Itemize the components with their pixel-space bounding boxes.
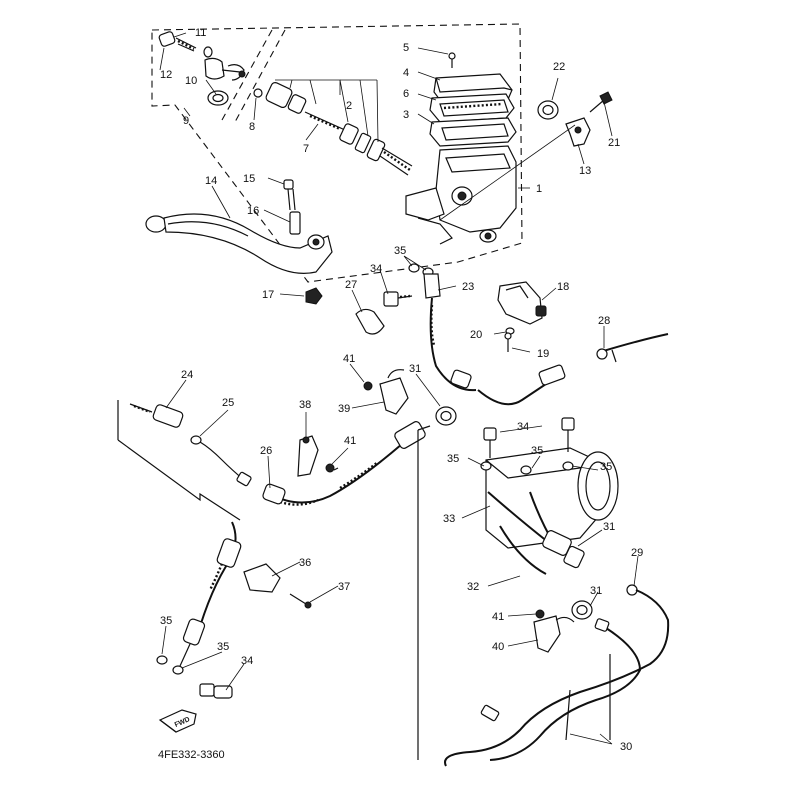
callout-2: 2: [346, 100, 352, 112]
brake-lever: [145, 179, 333, 305]
callout-9: 9: [183, 115, 189, 127]
callout-7: 7: [303, 143, 309, 155]
callout-21: 21: [608, 137, 620, 149]
callout-30: 30: [620, 741, 632, 753]
callout-39: 39: [338, 403, 350, 415]
callout-14: 14: [205, 175, 217, 187]
callout-23: 23: [462, 281, 474, 293]
master-cylinder-assembly-boundary: [151, 23, 523, 283]
reservoir-cap-stack: [429, 52, 517, 147]
left-lower-hose: [117, 439, 312, 733]
callout-10: 10: [185, 75, 197, 87]
callout-41-upper: 41: [343, 353, 355, 365]
callout-1: 1: [536, 183, 542, 195]
callout-33: 33: [443, 513, 455, 525]
lower-brake-pipes: [444, 584, 670, 767]
callout-40: 40: [492, 641, 504, 653]
callout-31-upper: 31: [409, 363, 421, 375]
callout-20: 20: [470, 329, 482, 341]
callout-38: 38: [299, 399, 311, 411]
callout-8: 8: [249, 121, 255, 133]
callout-18: 18: [557, 281, 569, 293]
callout-29: 29: [631, 547, 643, 559]
callout-24: 24: [181, 369, 193, 381]
callout-11: 11: [195, 27, 206, 39]
callout-16: 16: [247, 205, 259, 217]
callout-35-abs-c: 35: [600, 461, 612, 473]
hose-clamps: [297, 369, 457, 477]
callout-28: 28: [598, 315, 610, 327]
callout-17: 17: [262, 289, 274, 301]
callout-31-abs: 31: [603, 521, 615, 533]
callout-5: 5: [403, 42, 409, 54]
master-cylinder-internals: [158, 31, 413, 176]
callout-41-lower: 41: [492, 611, 504, 623]
callout-35-upper: 35: [394, 245, 406, 257]
callout-13: 13: [579, 165, 591, 177]
callout-26: 26: [260, 445, 272, 457]
callout-41-mid: 41: [344, 435, 356, 447]
callout-22: 22: [553, 61, 565, 73]
callout-31-lower: 31: [590, 585, 602, 597]
callout-6: 6: [403, 88, 409, 100]
callout-35-abs-a: 35: [531, 445, 543, 457]
callout-15: 15: [243, 173, 255, 185]
callout-34-abs: 34: [517, 421, 529, 433]
master-cylinder-body: [405, 145, 517, 245]
callout-4: 4: [403, 67, 409, 79]
callout-36: 36: [299, 557, 311, 569]
callout-34-upper: 34: [370, 263, 382, 275]
callout-leaders: [159, 32, 639, 691]
left-brake-hose: [117, 400, 426, 506]
callout-35-left-a: 35: [160, 615, 172, 627]
abs-hydraulic-unit: [417, 417, 619, 760]
diagram-code: 4FE332-3360: [158, 749, 225, 761]
callout-27: 27: [345, 279, 357, 291]
holder-bracket-group: [439, 91, 613, 221]
callout-3: 3: [403, 109, 409, 121]
callout-32: 32: [467, 581, 479, 593]
callout-19: 19: [537, 348, 549, 360]
callout-37: 37: [338, 581, 350, 593]
callout-25: 25: [222, 397, 234, 409]
brake-switch: [497, 281, 547, 352]
callout-35-left-b: 35: [217, 641, 229, 653]
callout-35-abs-b: 35: [447, 453, 459, 465]
callout-12: 12: [160, 69, 172, 81]
brake-pipe-28: [596, 333, 669, 363]
callout-34-left: 34: [241, 655, 253, 667]
